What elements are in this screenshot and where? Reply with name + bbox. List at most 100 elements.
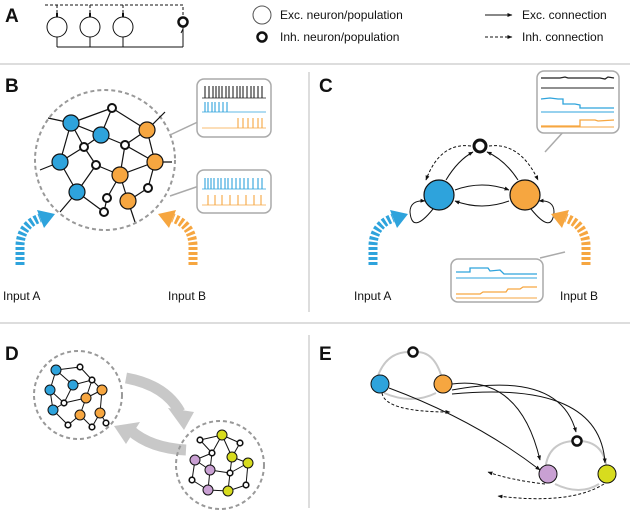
transfer-arrow-forward [124,372,185,415]
legend-exc-connection-label: Exc. connection [522,8,607,22]
inh-neuron [188,476,196,484]
exc-population-a [370,374,390,394]
input-a-arrow [368,213,395,265]
exc-neuron [47,404,59,416]
input-b-arrow [171,213,198,265]
inh-connection [488,145,539,181]
input-a-arrow-head [390,210,408,228]
inh-neuron [102,193,112,203]
panel-a-schematic [45,4,189,48]
inh-neuron [196,436,204,444]
inh-neuron [60,399,68,407]
exc-neuron [80,392,92,404]
network-nodes [51,103,164,217]
inh-neuron [88,423,96,431]
panel-b: Input A Input B [3,78,272,303]
network-boundary-right [175,420,265,510]
self-connection [530,198,555,224]
exc-connection [445,151,474,181]
inh-neuron [107,103,117,113]
spike-raster-callout-input [169,169,272,214]
input-b-label: Input B [168,289,206,303]
exc-neuron [204,464,216,476]
exc-neuron-b [119,192,137,210]
panel-e [370,346,617,500]
inh-neuron [120,140,130,150]
input-b-arrow-head [551,210,569,228]
legend-exc-neuron-label: Exc. neuron/population [280,8,403,22]
exc-population-b [509,179,541,211]
exc-neuron-b [146,153,164,171]
exc-connection [451,384,577,433]
inh-neuron [99,207,109,217]
exc-neuron-b [111,166,129,184]
transfer-arrow-backward [126,425,187,456]
legend: Exc. neuron/population Inh. neuron/popul… [252,5,607,44]
exc-neuron [67,379,79,391]
inh-neuron [76,363,84,371]
legend-inh-neuron-icon [256,31,268,43]
exc-neuron-a [92,126,110,144]
activity-trace-callout [536,70,620,153]
schematic-inh-neuron [177,16,189,28]
inh-neuron [64,421,72,429]
exc-neuron [222,485,234,497]
inh-neuron [88,376,96,384]
exc-neuron [242,457,254,469]
input-a-label: Input A [3,289,40,303]
panel-c: Input A Input B [354,70,620,303]
input-b-label: Input B [560,289,598,303]
exc-neuron [216,429,228,441]
inh-neuron [242,481,250,489]
inh-neuron [143,183,153,193]
inh-neuron [208,449,216,457]
input-a-arrow [15,213,42,265]
inh-neuron [79,142,89,152]
exc-neuron-b [138,121,156,139]
inh-neuron [102,419,110,427]
input-trace-callout [450,251,566,303]
exc-connection [451,391,607,464]
inh-population [472,138,488,154]
schematic-exc-neuron [112,16,134,38]
exc-neuron [50,364,62,376]
exc-connection [454,200,510,207]
spike-raster-callout [169,78,272,138]
exc-neuron [94,407,106,419]
exc-connection [451,382,541,461]
input-a-label: Input A [354,289,391,303]
panel-label-d: D [5,344,19,365]
panel-label-e: E [319,344,332,365]
exc-neuron-a [51,153,69,171]
exc-population-c [538,464,558,484]
exc-population-d [597,464,617,484]
self-connection [409,198,434,224]
schematic-exc-neuron [79,16,101,38]
inh-connection [425,145,472,181]
exc-population-a [423,179,455,211]
legend-inh-neuron-label: Inh. neuron/population [280,30,399,44]
exc-connection [454,184,510,191]
inh-population-2 [571,435,583,447]
exc-connection [486,151,519,181]
panel-d [33,350,265,510]
input-a-arrow-head [37,210,55,228]
exc-neuron [202,484,214,496]
exc-neuron-a [62,114,80,132]
legend-exc-neuron-icon [252,5,272,25]
legend-inh-connection-label: Inh. connection [522,30,603,44]
exc-neuron [96,384,108,396]
inh-neuron [91,160,101,170]
schematic-exc-neuron [46,16,68,38]
inh-connection [497,483,605,500]
transfer-arrow-backward-head [114,422,140,444]
exc-neuron [74,409,86,421]
exc-neuron [226,451,238,463]
exc-neuron [189,454,201,466]
inh-population-1 [407,346,419,358]
panel-label-c: C [319,76,333,97]
input-b-arrow-head [158,210,176,228]
inh-neuron [236,439,244,447]
panel-label-a: A [5,6,19,27]
